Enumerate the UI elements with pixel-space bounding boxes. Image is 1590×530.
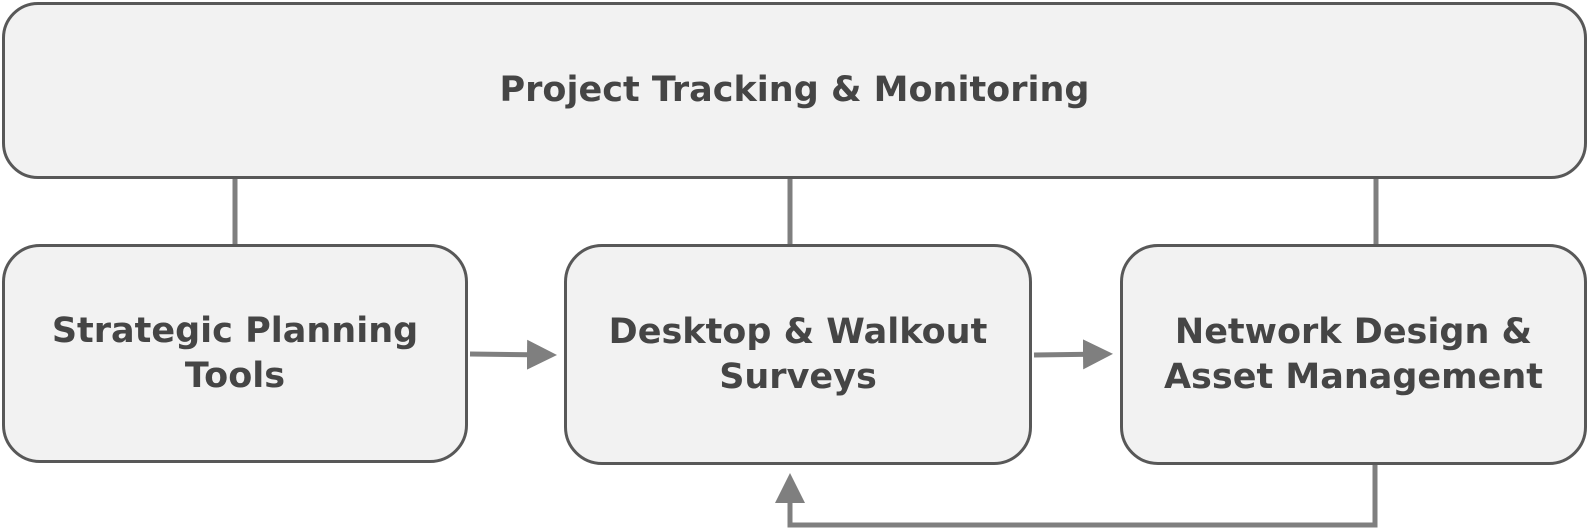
node-strategic-planning-label: Strategic Planning Tools — [52, 309, 418, 399]
node-network-design-line-1: Network Design & — [1174, 311, 1533, 352]
node-strategic-planning: Strategic Planning Tools — [2, 244, 468, 463]
node-strategic-planning-line-1: Strategic Planning — [51, 310, 419, 351]
node-desktop-walkout-line-2: Surveys — [719, 356, 877, 397]
arrow-network-to-desktop — [775, 465, 1378, 528]
node-desktop-walkout-label: Desktop & Walkout Surveys — [609, 310, 988, 400]
node-strategic-planning-line-2: Tools — [184, 355, 286, 396]
node-desktop-walkout: Desktop & Walkout Surveys — [564, 244, 1032, 465]
node-project-tracking: Project Tracking & Monitoring — [2, 2, 1587, 179]
arrow-strategic-to-desktop — [469, 339, 557, 370]
node-network-design-label: Network Design & Asset Management — [1164, 310, 1543, 400]
node-network-design-line-2: Asset Management — [1163, 356, 1544, 397]
node-project-tracking-label: Project Tracking & Monitoring — [499, 70, 1090, 110]
node-desktop-walkout-line-1: Desktop & Walkout — [608, 311, 988, 352]
node-network-design: Network Design & Asset Management — [1120, 244, 1587, 465]
arrow-desktop-to-network — [1033, 339, 1113, 370]
